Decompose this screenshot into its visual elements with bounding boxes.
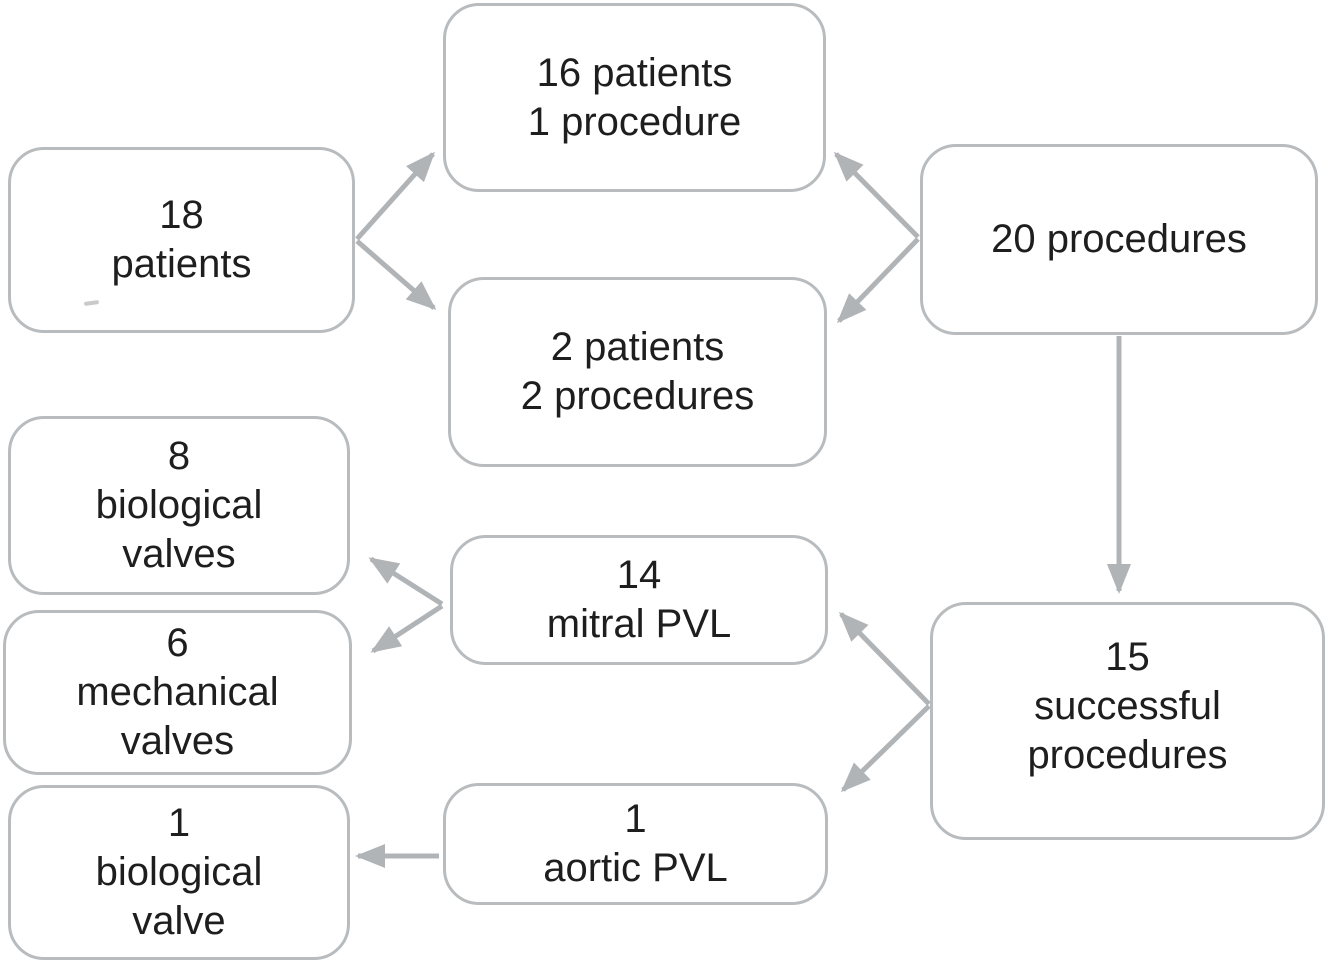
node-14-mitral-pvl-line-2: mitral PVL [546,602,732,646]
node-20-procedures: 20 procedures [920,144,1318,335]
node-18-patients-line-1: 18 [159,193,204,237]
node-8-biological-valves-line-2: biological [95,483,263,527]
node-1-aortic-pvl-line-1: 1 [624,797,647,841]
node-14-mitral-pvl: 14 mitral PVL [450,535,828,665]
node-6-mechanical-valves-line-3: valves [120,719,235,763]
node-15-successful-procedures-line-3: procedures [1027,732,1228,777]
node-1-aortic-pvl-line-2: aortic PVL [543,846,728,890]
arrow-18patients-to-16patients [355,151,435,241]
node-1-biological-valve: 1 biological valve [8,785,350,960]
node-6-mechanical-valves-line-1: 6 [166,621,189,665]
node-16-patients-line-1: 16 patients [536,50,733,95]
node-6-mechanical-valves-line-2: mechanical [76,670,279,714]
node-2-patients-line-1: 2 patients [550,325,725,369]
node-14-mitral-pvl-line-1: 14 [616,553,662,597]
node-2-patients-2-procedures: 2 patients 2 procedures [448,277,827,467]
node-1-biological-valve-line-1: 1 [167,801,191,845]
node-1-aortic-pvl: 1 aortic PVL [443,783,828,905]
node-20-procedures-line-1: 20 procedures [991,217,1247,261]
node-1-biological-valve-line-2: biological [95,850,263,894]
node-1-biological-valve-line-3: valve [132,899,226,943]
node-15-successful-procedures-line-2: successful [1034,683,1221,728]
arrow-14mitral-to-8biological [368,556,444,607]
node-8-biological-valves: 8 biological valves [8,416,350,595]
node-2-patients-line-2: 2 procedures [520,374,755,418]
arrow-20procedures-to-16patients [833,151,920,239]
arrow-18patients-to-2patients [355,239,437,310]
node-15-successful-procedures-line-1: 15 [1105,634,1150,679]
node-18-patients-line-2: patients [111,242,252,286]
node-15-successful-procedures: 15 successful procedures [930,602,1325,840]
node-6-mechanical-valves: 6 mechanical valves [3,610,352,775]
arrow-15successful-to-14mitral [838,611,931,706]
node-18-patients: 18 patients [8,147,355,333]
arrow-14mitral-to-6mechanical [370,603,444,654]
node-8-biological-valves-line-1: 8 [167,434,191,478]
arrow-20procedures-to-2patients [836,237,920,324]
node-16-patients-1-procedure: 16 patients 1 procedure [443,3,826,192]
node-8-biological-valves-line-3: valves [122,532,236,576]
node-16-patients-line-2: 1 procedure [527,99,742,144]
arrow-15successful-to-1aortic [840,704,931,793]
